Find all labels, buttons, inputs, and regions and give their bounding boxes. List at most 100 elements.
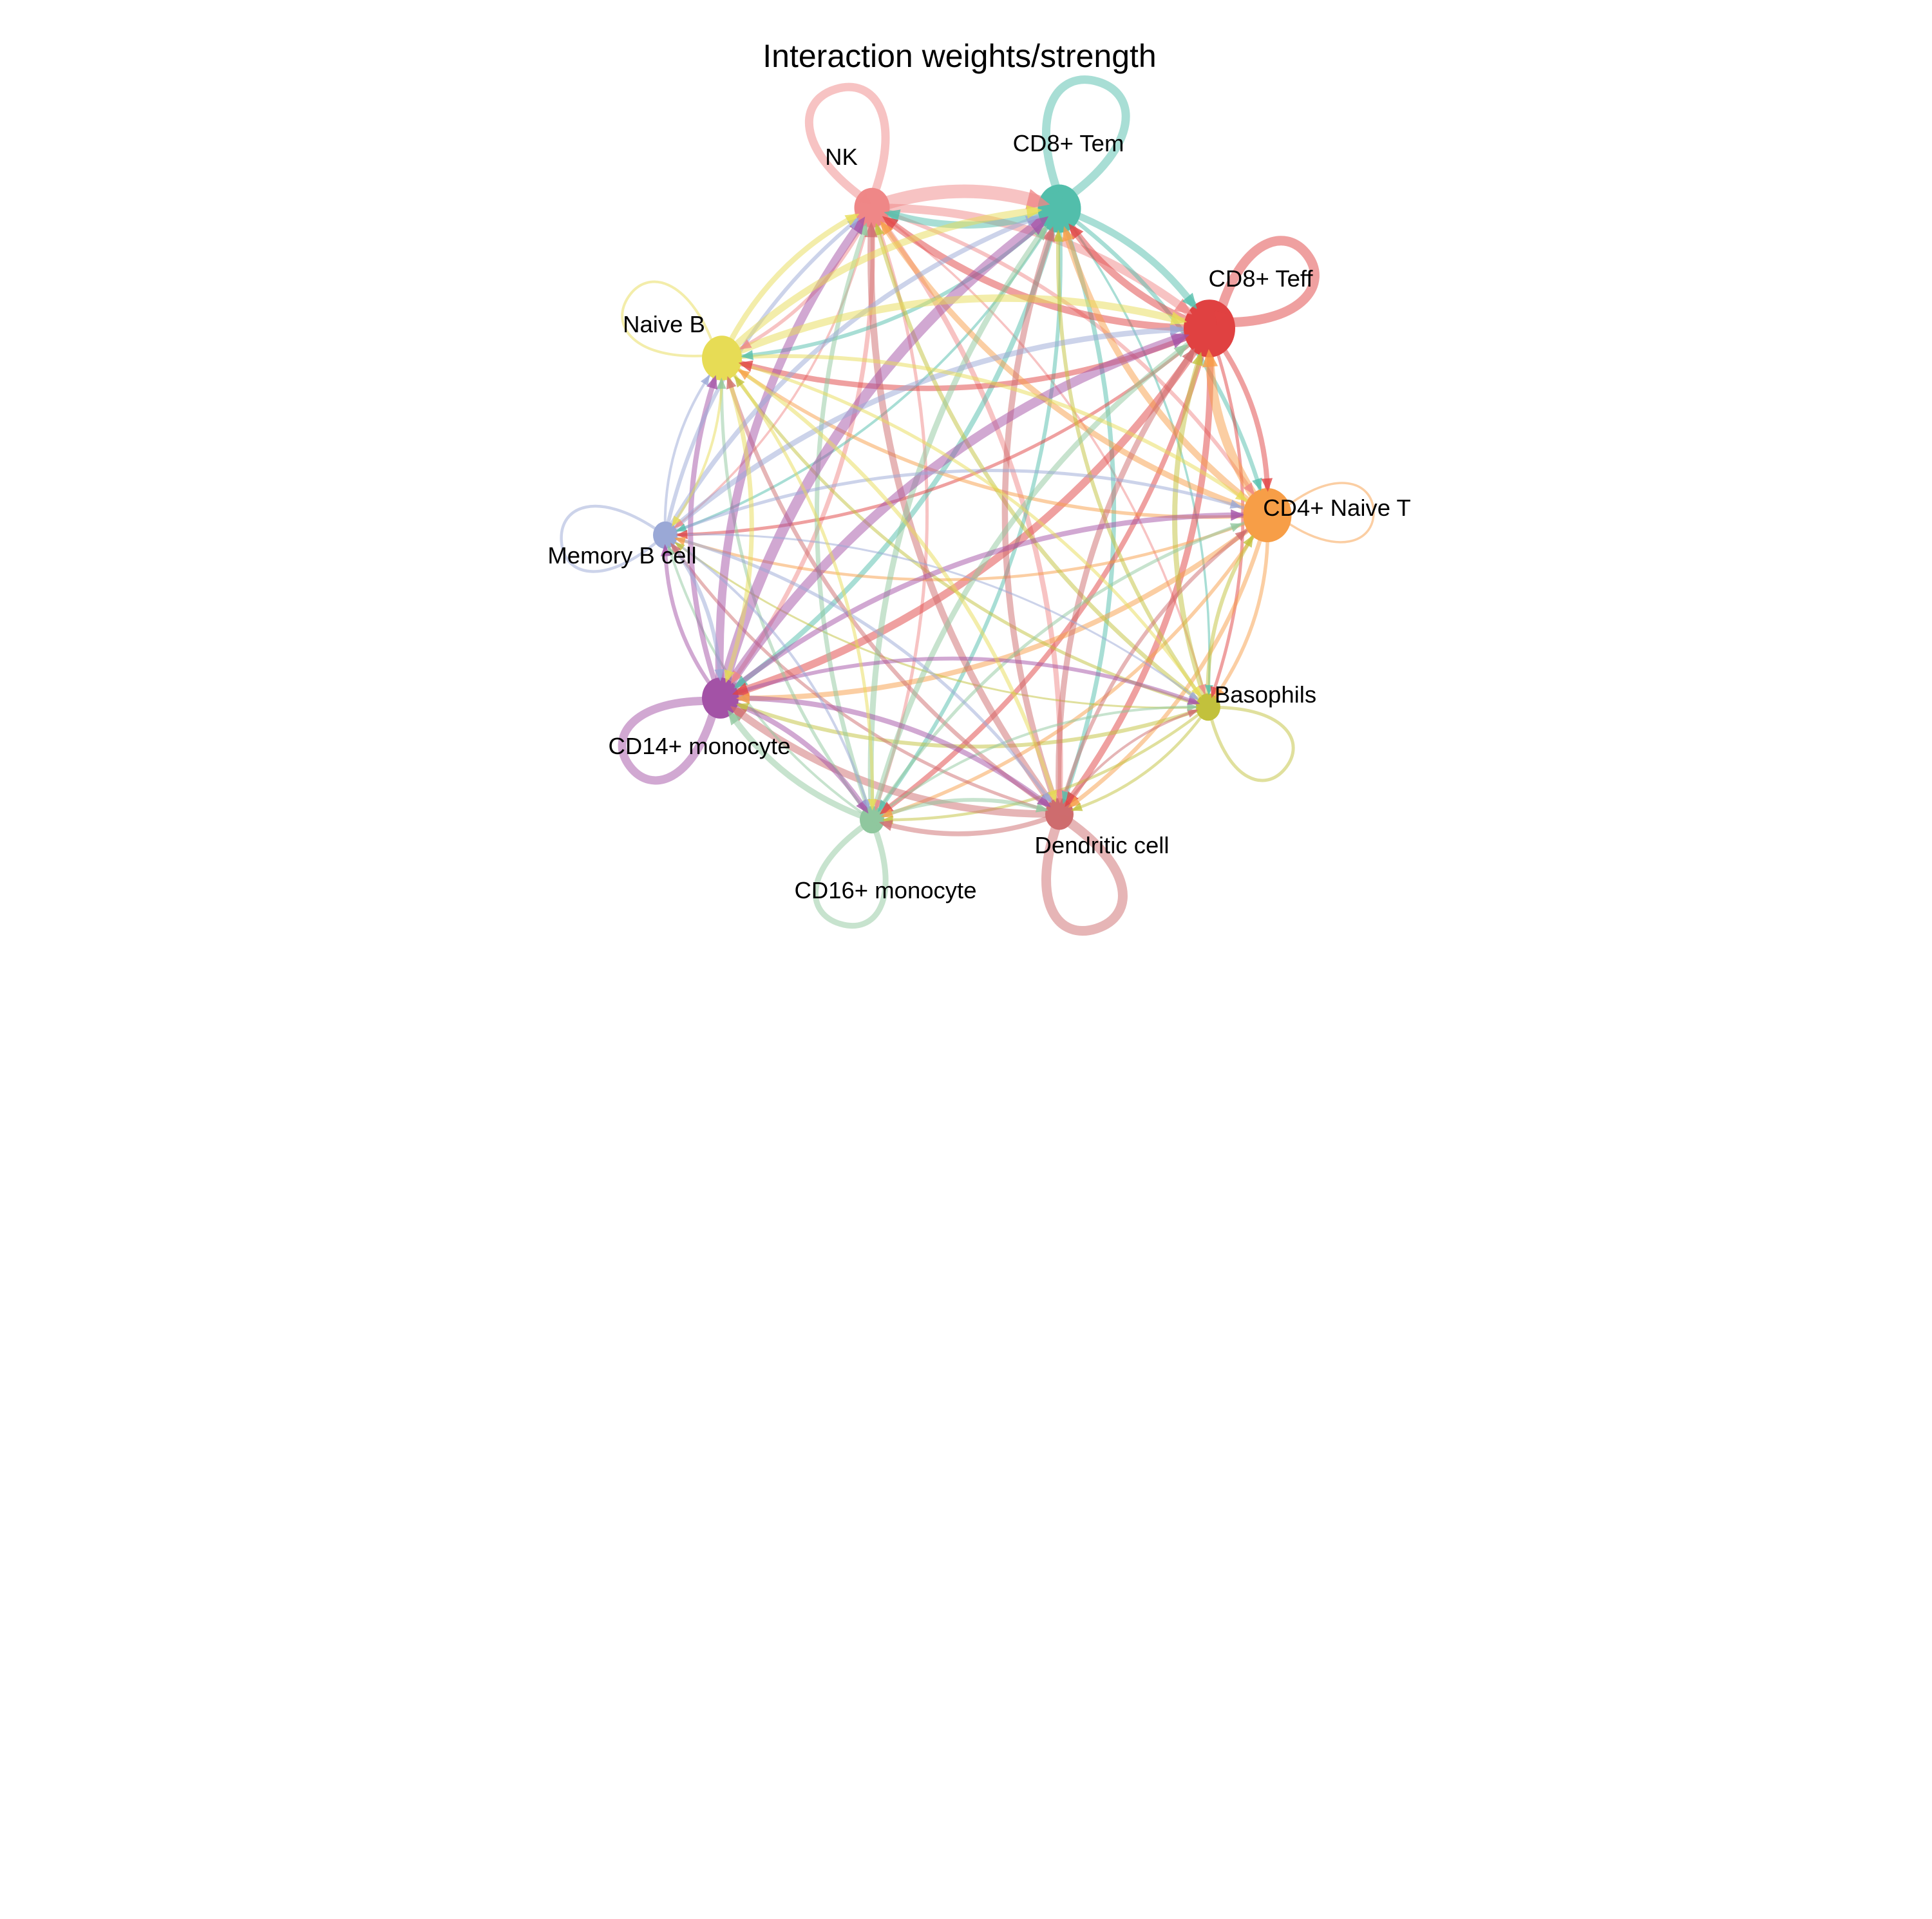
arrowhead-naive-b-to-cd8-teff (1170, 311, 1188, 325)
edge-cd4-naive-t-to-cd14-monocyte (720, 513, 1269, 701)
self-loop-cd4-naive-t (1283, 482, 1375, 544)
arrowhead-naive-b-to-cd8-tem (1026, 205, 1043, 219)
arrowhead-naive-b-to-dendritic-cell (1047, 789, 1057, 803)
edge-naive-b-to-cd4-naive-t (721, 354, 1269, 517)
node-cd14-monocyte (702, 677, 739, 719)
arrowhead-cd4-naive-t-to-nk (880, 220, 894, 236)
arrowhead-cd4-naive-t-to-cd16-monocyte (881, 808, 894, 818)
arrowheads-layer (654, 189, 1287, 832)
node-cd8-tem (1037, 184, 1081, 233)
arrowhead-memory-b-cell-to-naive-b (700, 374, 710, 386)
edge-cd4-naive-t-to-cd16-monocyte (871, 514, 1269, 822)
arrowhead-basophils-to-naive-b (734, 375, 745, 388)
edge-naive-b-to-cd14-monocyte (718, 357, 754, 699)
node-label-cd16-monocyte: CD16+ monocyte (794, 877, 976, 903)
node-label-dendritic-cell: Dendritic cell (1035, 832, 1170, 858)
edge-cd4-naive-t-to-cd8-tem (1056, 207, 1269, 518)
edge-cd8-teff-to-cd16-monocyte (870, 327, 1212, 822)
node-label-nk: NK (825, 144, 858, 170)
arrowhead-cd4-naive-t-to-basophils (1213, 687, 1225, 700)
arrowhead-naive-b-to-memory-b-cell (671, 515, 681, 527)
arrowhead-cd16-monocyte-to-dendritic-cell (1035, 802, 1048, 813)
edge-naive-b-to-basophils (721, 356, 1210, 708)
arrowhead-cd4-naive-t-to-cd8-teff (1202, 349, 1218, 368)
edge-dendritic-cell-to-cd8-teff (1056, 326, 1212, 815)
self-loop-cd8-teff (1215, 236, 1320, 328)
arrowhead-cd14-monocyte-to-dendritic-cell (1036, 794, 1051, 808)
edge-cd16-monocyte-to-cd8-teff (869, 326, 1211, 821)
self-loop-dendritic-cell (1041, 817, 1128, 936)
arrowhead-cd14-monocyte-to-cd4-naive-t (1231, 509, 1245, 521)
node-label-basophils: Basophils (1215, 681, 1316, 708)
arrowhead-cd4-naive-t-to-cd14-monocyte (736, 692, 750, 704)
self-loop-naive-b (621, 280, 715, 357)
arrowhead-cd16-monocyte-to-naive-b (717, 377, 726, 389)
arrowhead-basophils-to-cd8-tem (1053, 229, 1063, 242)
edges-layer (663, 184, 1271, 837)
arrowhead-basophils-to-dendritic-cell (1071, 802, 1083, 811)
self-loop-basophils (1209, 706, 1295, 782)
edge-cd16-monocyte-to-cd4-naive-t (870, 513, 1268, 821)
edge-naive-b-to-nk (719, 205, 873, 359)
arrowhead-cd4-naive-t-to-naive-b (737, 369, 750, 380)
arrowhead-cd8-teff-to-cd14-monocyte (732, 682, 750, 696)
arrowhead-memory-b-cell-to-basophils (1188, 690, 1199, 700)
self-loop-arrowhead-memory-b-cell (654, 537, 663, 545)
arrowhead-cd8-teff-to-memory-b-cell (676, 529, 688, 540)
arrowhead-cd16-monocyte-to-cd8-tem (1034, 225, 1047, 241)
arrowhead-cd14-monocyte-to-cd8-teff (1170, 333, 1190, 348)
self-loop-cd14-monocyte (618, 696, 718, 785)
arrowhead-dendritic-cell-to-basophils (1187, 709, 1198, 718)
arrowhead-cd8-teff-to-cd4-naive-t (1261, 478, 1273, 492)
arrowhead-naive-b-to-nk (844, 213, 860, 226)
edge-basophils-to-dendritic-cell (1059, 706, 1209, 816)
arrowhead-dendritic-cell-to-nk (864, 222, 878, 238)
self-loop-arrowhead-cd8-teff (1214, 310, 1227, 325)
self-loop-arrowhead-nk (858, 193, 872, 205)
arrowhead-dendritic-cell-to-cd14-monocyte (730, 706, 748, 721)
arrowhead-naive-b-to-cd4-naive-t (1235, 490, 1248, 502)
edge-naive-b-to-cd8-tem (719, 205, 1060, 361)
arrowhead-basophils-to-nk (874, 223, 884, 236)
node-label-memory-b-cell: Memory B cell (547, 542, 696, 569)
self-loop-arrowhead-cd14-monocyte (708, 699, 719, 713)
arrowhead-cd4-naive-t-to-cd8-tem (1062, 225, 1075, 242)
self-loop-memory-b-cell (560, 504, 659, 573)
node-label-naive-b: Naive B (623, 311, 705, 337)
self-loop-arrowhead-cd8-tem (1052, 190, 1063, 203)
edge-cd4-naive-t-to-memory-b-cell (665, 513, 1268, 581)
arrowhead-nk-to-memory-b-cell (674, 518, 685, 529)
node-label-cd8-tem: CD8+ Tem (1013, 130, 1124, 156)
arrowhead-memory-b-cell-to-cd8-teff (1170, 324, 1184, 336)
arrowhead-nk-to-cd8-teff (1174, 298, 1193, 315)
arrowhead-nk-to-naive-b (739, 339, 752, 350)
arrowhead-dendritic-cell-to-cd8-tem (1043, 226, 1055, 242)
arrowhead-cd8-teff-to-naive-b (738, 360, 753, 372)
arrowhead-nk-to-cd8-tem (1025, 189, 1050, 209)
node-cd16-monocyte (860, 806, 884, 834)
arrowhead-cd14-monocyte-to-nk (849, 216, 866, 235)
arrowhead-naive-b-to-basophils (1191, 685, 1202, 698)
arrowhead-cd8-teff-to-dendritic-cell (1065, 791, 1079, 808)
self-loop-arrowhead-dendritic-cell (1058, 814, 1073, 827)
arrowhead-cd4-naive-t-to-memory-b-cell (674, 536, 687, 546)
arrowhead-dendritic-cell-to-cd4-naive-t (1235, 529, 1247, 542)
self-loop-arrowhead-basophils (1211, 704, 1220, 711)
arrowhead-nk-to-cd4-naive-t (1243, 482, 1255, 495)
self-loops-layer (560, 75, 1375, 936)
arrowhead-naive-b-to-cd16-monocyte (867, 799, 877, 811)
edge-naive-b-to-cd16-monocyte (721, 357, 875, 820)
edge-basophils-to-cd8-tem (1056, 208, 1210, 708)
self-loop-cd8-tem (1041, 75, 1130, 200)
edge-cd14-monocyte-to-basophils (719, 656, 1209, 709)
arrowhead-dendritic-cell-to-naive-b (726, 375, 737, 390)
edge-cd14-monocyte-to-nk (715, 205, 876, 699)
edge-basophils-to-cd14-monocyte (719, 696, 1209, 749)
edge-cd16-monocyte-to-nk (814, 207, 875, 821)
arrowhead-basophils-to-cd8-teff (1191, 352, 1203, 366)
edge-naive-b-to-cd8-teff (720, 294, 1211, 362)
arrowhead-cd14-monocyte-to-memory-b-cell (660, 544, 671, 556)
edge-cd4-naive-t-to-basophils (1206, 515, 1270, 708)
edge-naive-b-to-dendritic-cell (721, 356, 1061, 815)
